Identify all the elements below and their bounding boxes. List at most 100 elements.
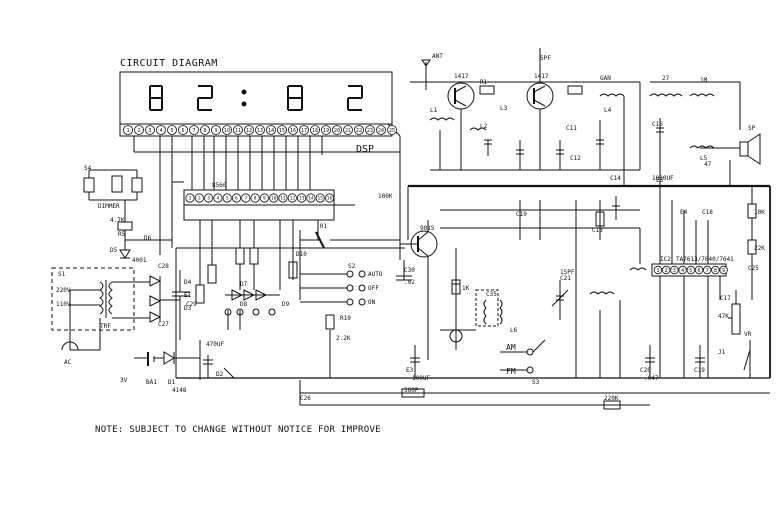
c10-label: C10 [516, 211, 527, 218]
ic2-pin-number: 5 [689, 268, 692, 274]
display-pin-number: 21 [345, 128, 351, 134]
display-pin-number: 8 [203, 128, 206, 134]
display-pin-circle [266, 125, 276, 135]
display-pin-circle [387, 125, 397, 135]
c20-label: C20 [640, 367, 651, 374]
c27-label: C27 [158, 321, 169, 328]
ic1-pin-number: 15 [317, 196, 323, 202]
ic1-pin-circle [231, 193, 242, 203]
switch-s2 [300, 270, 366, 306]
d10-label: D10 [296, 251, 307, 258]
ic1-pin-circle [287, 193, 297, 203]
l5-label: L5 [700, 155, 708, 162]
display-pin-circle [376, 125, 386, 135]
display-pin-number: 6 [181, 128, 184, 134]
ic1-pin-number: 7 [244, 196, 247, 202]
c29-label: C29 [186, 301, 197, 308]
coil-27-label: 27 [662, 75, 670, 82]
c26-label: C26 [300, 395, 311, 402]
j1-label: J1 [718, 349, 726, 356]
ic2-pin-number: 4 [681, 268, 684, 274]
d1-label: D1 [168, 379, 176, 386]
ic2-pin-number: 8 [714, 268, 717, 274]
display-pin-circle [156, 125, 166, 135]
ic1-label: 8560 [212, 182, 227, 189]
am-section [440, 196, 647, 378]
e3-label: E3 [406, 367, 414, 374]
display-ic-wiring [133, 123, 401, 260]
ic1-pin-circle [269, 193, 279, 203]
vr-label: VR [744, 331, 752, 338]
c28-label: C28 [158, 263, 169, 270]
audio-output [649, 81, 761, 186]
transformer-label: TRF [100, 323, 111, 330]
res-47k-label: 47K [718, 313, 729, 320]
res-22k-label: 22K [754, 245, 765, 252]
fm-tuner [410, 48, 641, 186]
fm-label: FM [506, 367, 516, 376]
display-pin-circle [189, 125, 199, 135]
display-pin-number: 20 [334, 128, 340, 134]
ic1-pin-number: 10 [271, 196, 277, 202]
ic1-pin-number: 14 [308, 196, 314, 202]
switch-s2-label: S2 [348, 263, 356, 270]
t2-label: 1417 [534, 73, 549, 80]
d7-label: D7 [240, 281, 248, 288]
display-pin-circle [233, 125, 243, 135]
r10-label: R10 [340, 315, 351, 322]
display-pin-circle [321, 125, 331, 135]
display-pin-number: 2 [137, 128, 140, 134]
display-pin-number: 11 [235, 128, 241, 134]
ic1-pin-circle [222, 193, 232, 203]
ic1-pin-number: 1 [189, 196, 192, 202]
d4-label: D4 [184, 279, 192, 286]
display-pin-number: 4 [159, 128, 162, 134]
e1-label: E1 [184, 292, 192, 299]
l2-label: L2 [480, 123, 488, 130]
display-pin-number: 1 [126, 128, 129, 134]
power-supply [51, 267, 201, 380]
antenna-label: ANT [432, 53, 443, 60]
display-pin-circle [277, 125, 287, 135]
res-1m-label: 1M [700, 77, 708, 84]
revision-note: NOTE: SUBJECT TO CHANGE WITHOUT NOTICE F… [95, 425, 381, 435]
res-2k2-label: 2.2K [336, 335, 351, 342]
ic2-pin-number: 6 [697, 268, 700, 274]
c19-label: C19 [694, 367, 705, 374]
ic1-pin-circle [241, 193, 251, 203]
display-label: DSP [356, 144, 375, 155]
display-pin-circle [299, 125, 309, 135]
display-pin-circle [255, 125, 265, 135]
c13-label: C13 [592, 227, 603, 234]
display-pin-number: 5 [170, 128, 173, 134]
am-label: AM [506, 343, 516, 352]
r-560p-label: 560P [404, 387, 419, 394]
speaker-label: SP [748, 125, 756, 132]
display-pin-circle [354, 125, 364, 135]
c17-label: C17 [720, 295, 731, 302]
display-pin-circle [167, 125, 177, 135]
off-label: OFF [368, 285, 379, 292]
display-pin-circle [200, 125, 210, 135]
ic1-pin-number: 5 [226, 196, 229, 202]
voltage-220v-label: 220V [56, 287, 71, 294]
display-pin-number: 16 [290, 128, 296, 134]
cap-01-label: .01 [316, 223, 327, 230]
cap-1000uf-label: 1000UF [652, 175, 674, 182]
display-pin-circle [310, 125, 320, 135]
ic1-pin-number: 13 [299, 196, 305, 202]
r-100k-label: 100K [378, 193, 393, 200]
battery-voltage-label: 3V [120, 377, 128, 384]
c11-label: C11 [566, 125, 577, 132]
ic2-part-label: TA7613/7640/7641 [676, 256, 734, 263]
cap-02-label: .02 [404, 279, 415, 286]
display-pin-circle [178, 125, 188, 135]
e4-label: E4 [680, 209, 688, 216]
display-pin-number: 14 [268, 128, 274, 134]
res-1k-label: 1K [462, 285, 470, 292]
gan-label: GAN [600, 75, 611, 82]
ic1-pin-number: 8 [254, 196, 257, 202]
res-4k7-label: 4.7K [110, 217, 125, 224]
